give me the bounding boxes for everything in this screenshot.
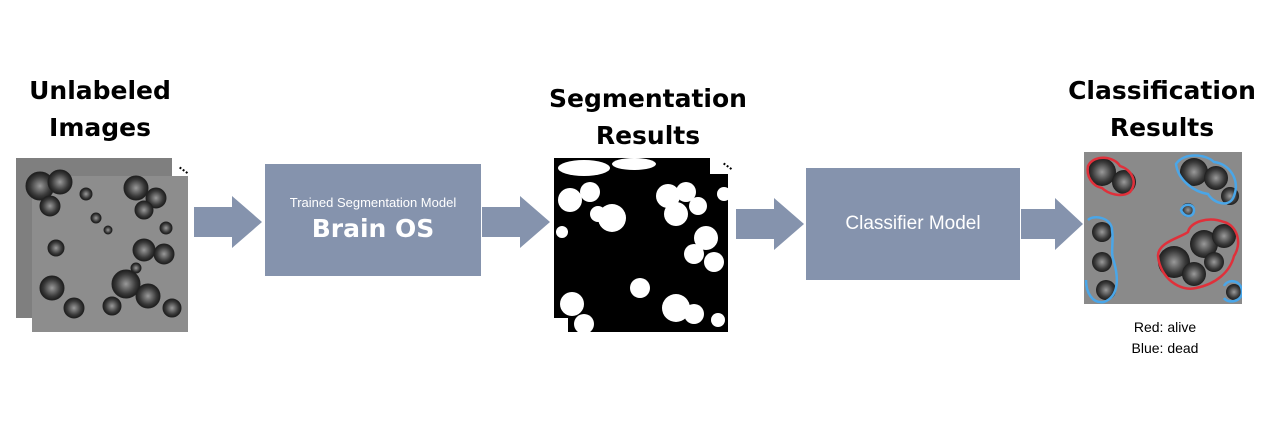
legend-blue-dead: Blue: dead — [1131, 340, 1199, 356]
arrow-1 — [194, 196, 262, 248]
segmentation-model-subtitle: Trained Segmentation Model — [289, 195, 457, 210]
arrow-2 — [482, 196, 550, 248]
classification-result-image — [1084, 152, 1244, 304]
microscopy-image-stack — [16, 158, 188, 332]
classified-cells — [1084, 152, 1244, 304]
arrow-3 — [736, 198, 804, 250]
unlabeled-images-heading: Unlabeled Images — [29, 76, 171, 142]
legend-red-alive: Red: alive — [1133, 319, 1197, 335]
arrow-4 — [1021, 198, 1083, 250]
segmentation-mask-stack — [554, 158, 731, 334]
segmentation-model-box: Trained Segmentation Model Brain OS — [265, 164, 481, 276]
classifier-model-title: Classifier Model — [845, 213, 981, 234]
classification-results-heading: Classification Results — [1068, 76, 1256, 142]
unlabeled-image-stack — [16, 158, 190, 334]
segmentation-masks — [554, 158, 731, 334]
classifier-model-box: Classifier Model — [806, 168, 1020, 280]
segmentation-model-title: Brain OS — [311, 214, 435, 243]
classification-legend: Red: alive Blue: dead — [1090, 317, 1240, 359]
segmentation-results-heading: Segmentation Results — [549, 84, 747, 150]
